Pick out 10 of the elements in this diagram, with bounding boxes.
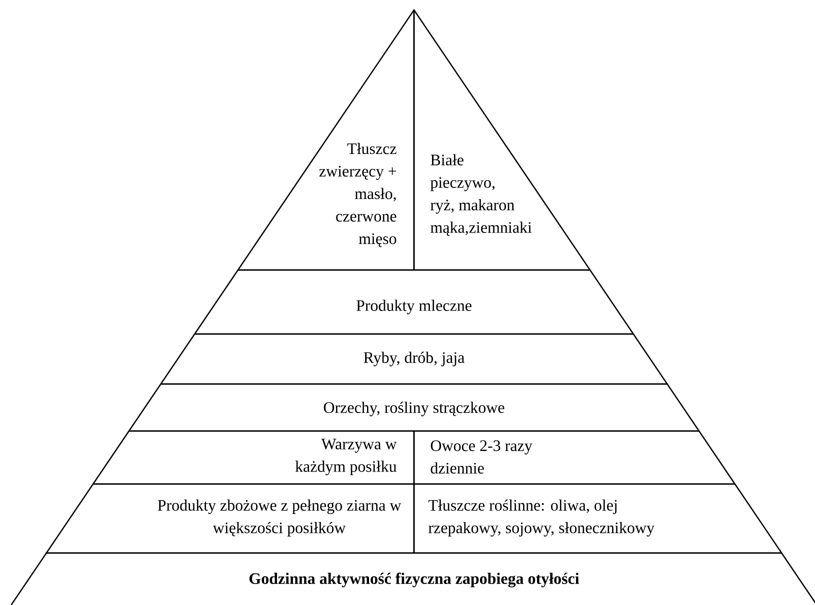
pyramid-section: Warzywa w każdym posiłku bbox=[92, 430, 415, 485]
pyramid-section: Godzinna aktywność fizyczna zapobiega otyłości bbox=[10, 552, 815, 605]
pyramid-section: Produkty mleczne bbox=[194, 269, 634, 335]
pyramid-section: Tłuszcz zwierzęcy + masło, czerwone mięso bbox=[237, 9, 415, 271]
pyramid-section: Owoce 2-3 razy dziennie bbox=[413, 430, 736, 485]
pyramid-section: Białe pieczywo, ryż, makaron mąka,ziemniaki bbox=[413, 9, 591, 271]
pyramid-section: Tłuszcze roślinne: oliwa, olej rzepakowy, sojowy, słonecznikowy bbox=[413, 483, 782, 554]
pyramid-section: Ryby, drób, jaja bbox=[160, 333, 668, 385]
pyramid-section: Produkty zbożowe z pełnego ziarna w większości posiłków bbox=[46, 483, 415, 554]
pyramid-section: Orzechy, rośliny strączkowe bbox=[128, 383, 700, 432]
